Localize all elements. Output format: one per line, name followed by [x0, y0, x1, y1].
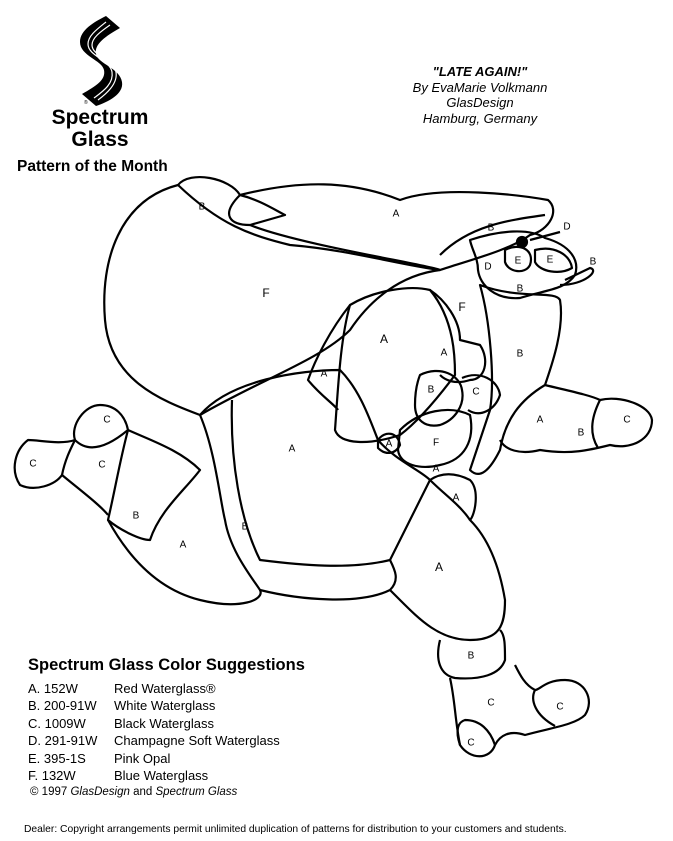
copyright-brand: Spectrum Glass [155, 786, 238, 798]
piece-label: B [132, 510, 140, 522]
piece-label: F [262, 286, 270, 300]
color-suggestions-list: A. 152W Red Waterglass® B. 200-91W White W… [28, 680, 280, 784]
piece-label: F [432, 437, 440, 449]
piece-label: F [458, 300, 466, 314]
piece-label: E [514, 255, 522, 267]
color-name: Black Waterglass [114, 715, 214, 731]
piece-label: A [392, 208, 400, 220]
piece-label: A [440, 347, 448, 359]
color-name: Champagne Soft Waterglass [114, 733, 280, 749]
copyright-year: © 1997 [30, 786, 71, 798]
copyright-notice: © 1997 GlasDesign and Spectrum Glass [30, 786, 237, 798]
piece-label: E [546, 254, 554, 266]
piece-label: C [103, 414, 111, 426]
color-item: B. 200-91W White Waterglass [28, 697, 280, 714]
spectrum-glass-logo-icon: ® [80, 16, 123, 106]
brand-name: Spectrum [51, 106, 149, 129]
piece-label: C [623, 414, 631, 426]
color-code: B. 200-91W [28, 698, 97, 714]
piece-label: D [563, 221, 571, 233]
piece-label: A [536, 414, 544, 426]
pattern-location: Hamburg, Germany [422, 110, 538, 126]
piece-label: A [179, 539, 187, 551]
color-code: E. 395-1S [28, 750, 86, 766]
piece-label: C [487, 697, 495, 709]
piece-label: C [467, 737, 475, 749]
piece-label: A [320, 368, 328, 380]
pattern-studio: GlasDesign [446, 95, 514, 110]
color-item: C. 1009W Black Waterglass [28, 715, 280, 732]
color-item: D. 291-91W Champagne Soft Waterglass [28, 732, 280, 749]
copyright-and: and [129, 786, 156, 798]
piece-label: A [288, 443, 296, 455]
piece-label: B [516, 283, 524, 295]
color-code: D. 291-91W [28, 733, 98, 749]
piece-label: A [379, 332, 389, 346]
piece-label: B [487, 222, 495, 234]
piece-label: A [452, 492, 460, 504]
piece-label: A [432, 463, 440, 475]
color-code: A. 152W [28, 681, 78, 696]
pattern-credits: "LATE AGAIN!" By EvaMarie Volkmann GlasD… [380, 64, 580, 126]
pattern-of-the-month-heading: Pattern of the Month [17, 158, 168, 175]
piece-label: B [467, 650, 475, 662]
piece-label: B [589, 256, 597, 268]
color-name: White Waterglass [114, 698, 216, 714]
color-code: F. 132W [28, 768, 76, 784]
svg-text:®: ® [84, 99, 88, 106]
piece-label: B [516, 348, 524, 360]
color-suggestions-title: Spectrum Glass Color Suggestions [28, 656, 305, 674]
piece-label: A [434, 560, 444, 574]
color-code: C. 1009W [28, 715, 86, 731]
piece-label: B [198, 201, 206, 213]
brand-name-line2: Glass [71, 128, 129, 151]
pattern-title: "LATE AGAIN!" [432, 64, 528, 79]
color-name: Red Waterglass® [114, 681, 216, 696]
color-item: A. 152W Red Waterglass® [28, 680, 280, 697]
piece-label: A [385, 438, 393, 450]
piece-label: C [29, 458, 37, 470]
piece-label: D [484, 261, 492, 273]
color-item: F. 132W Blue Waterglass [28, 767, 280, 784]
copyright-studio: GlasDesign [70, 786, 130, 798]
piece-label: B [427, 384, 435, 396]
piece-label: C [472, 386, 480, 398]
color-name: Blue Waterglass [114, 768, 209, 784]
piece-label: C [98, 459, 106, 471]
dealer-note: Dealer: Copyright arrangements permit un… [24, 824, 567, 835]
color-item: E. 395-1S Pink Opal [28, 750, 280, 767]
color-name: Pink Opal [114, 750, 171, 766]
pattern-author: By EvaMarie Volkmann [412, 79, 548, 95]
piece-label: C [556, 701, 564, 713]
piece-label: B [577, 427, 585, 439]
piece-label: B [241, 521, 249, 533]
